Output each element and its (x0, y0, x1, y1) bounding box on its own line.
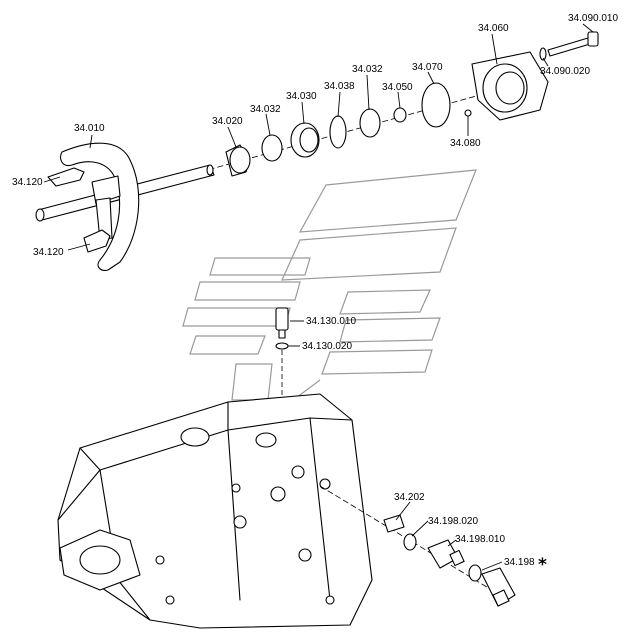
label-34-198-010: 34.198.010 (455, 534, 505, 545)
label-34-080: 34.080 (450, 138, 481, 149)
gearbox-housing (57, 393, 373, 629)
asterisk-mark: * (538, 555, 547, 575)
shaft-boot (225, 144, 251, 177)
label-34-060: 34.060 (478, 23, 509, 34)
label-34-030: 34.030 (286, 91, 317, 102)
vent-plug (275, 307, 289, 339)
piston (290, 122, 320, 158)
seal-ring-right (359, 108, 381, 138)
label-34-120-top: 34.120 (12, 177, 43, 188)
small-pin (464, 109, 472, 117)
label-34-020: 34.020 (212, 116, 243, 127)
leader-lines (43, 23, 594, 571)
plug-washer (275, 342, 289, 350)
label-34-032-right: 34.032 (352, 64, 383, 75)
label-34-120-bottom: 34.120 (33, 247, 64, 258)
sensor-washer (403, 533, 417, 551)
cylinder-housing (471, 51, 549, 121)
fork-pad-top (47, 167, 85, 187)
label-34-038: 34.038 (324, 81, 355, 92)
shift-fork (59, 142, 140, 271)
seal-ring-left (261, 134, 283, 162)
dowel-pin (383, 514, 405, 533)
label-34-032-left: 34.032 (250, 104, 281, 115)
nut (393, 107, 407, 123)
label-34-070: 34.070 (412, 62, 443, 73)
housing-bolt (547, 31, 599, 57)
watermark-logo (182, 169, 477, 411)
label-34-202: 34.202 (394, 492, 425, 503)
label-34-090-020: 34.090.020 (540, 66, 590, 77)
label-34-090-010: 34.090.010 (568, 13, 618, 24)
fork-pad-bottom (83, 229, 111, 253)
label-34-010: 34.010 (74, 123, 105, 134)
pressure-sensor (468, 564, 516, 607)
o-ring (329, 115, 347, 149)
label-34-198: 34.198 (504, 557, 535, 568)
label-34-050: 34.050 (382, 82, 413, 93)
large-o-ring (421, 82, 451, 128)
label-34-130-010: 34.130.010 (306, 316, 356, 327)
switch-sensor (427, 539, 465, 569)
label-34-130-020: 34.130.020 (302, 341, 352, 352)
bolt-washer (539, 47, 547, 61)
label-34-198-020: 34.198.020 (428, 516, 478, 527)
callout-labels: 34.010 34.120 34.120 34.020 34.032 34.03… (12, 13, 618, 575)
